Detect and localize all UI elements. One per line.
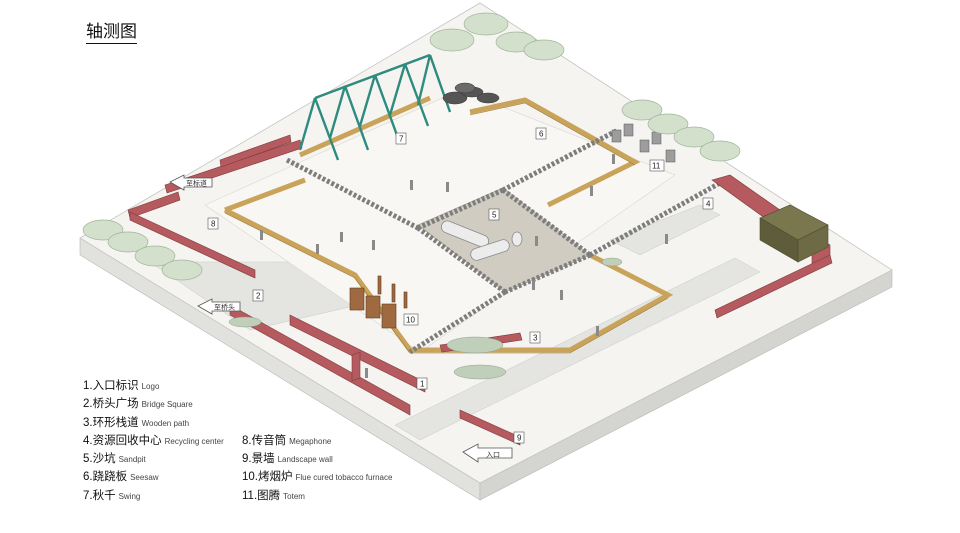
stone-rows: [285, 127, 722, 355]
wooden-path-segment: [469, 97, 641, 208]
stone-row: [501, 187, 592, 258]
tree: [647, 113, 689, 135]
marker-2: 2: [252, 289, 264, 302]
tree: [523, 39, 565, 61]
page-title: 轴测图: [86, 22, 137, 44]
wooden-path-edges: [224, 102, 669, 354]
red-wall: [459, 409, 521, 446]
stone-row: [501, 127, 620, 193]
marker-4: 4: [702, 197, 714, 210]
stone-row: [408, 289, 507, 355]
wooden-path-segment: [298, 95, 432, 158]
marker-1: 1: [416, 377, 428, 390]
trees: [82, 12, 741, 281]
svg-text:1: 1: [420, 380, 425, 389]
to-bridge-sign: 至桥头: [197, 298, 241, 315]
swing-frame: [298, 53, 452, 161]
svg-text:5: 5: [492, 211, 497, 220]
people: [260, 154, 668, 378]
to-sign-sign: 至标道: [169, 174, 213, 191]
stone-row: [504, 252, 591, 295]
marker-5: 5: [488, 208, 500, 221]
marker-3: 3: [529, 331, 541, 344]
stone-row: [416, 225, 507, 295]
tree: [621, 99, 663, 121]
red-wall: [219, 134, 292, 168]
marker-10: 10: [403, 313, 419, 326]
entrance-sign-text: 入口: [486, 451, 500, 459]
svg-text:9: 9: [517, 434, 522, 443]
marker-7: 7: [395, 132, 407, 145]
red-wall: [351, 351, 361, 382]
red-wall: [127, 191, 181, 219]
marker-11: 11: [649, 159, 665, 172]
svg-text:2: 2: [256, 292, 261, 301]
tree: [161, 259, 203, 281]
marker-8: 8: [207, 217, 219, 230]
red-wall: [129, 211, 256, 279]
tree: [107, 231, 149, 253]
stone-row: [416, 187, 505, 231]
svg-text:7: 7: [399, 135, 404, 144]
tree: [429, 28, 475, 52]
planters: [228, 257, 623, 380]
tree: [699, 140, 741, 162]
svg-text:10: 10: [406, 316, 415, 325]
marker-9: 9: [513, 431, 525, 444]
red-wall: [229, 304, 411, 416]
svg-text:4: 4: [706, 200, 711, 209]
svg-text:8: 8: [211, 220, 216, 229]
tree: [673, 126, 715, 148]
svg-text:3: 3: [533, 334, 538, 343]
red-wall: [714, 254, 833, 319]
tree: [134, 245, 176, 267]
svg-text:11: 11: [652, 162, 661, 171]
recycling-center: [759, 204, 829, 263]
to-bridge-sign-text: 至桥头: [214, 303, 235, 312]
wooden-path-segment: [224, 177, 306, 213]
entrance-sign: 入口: [462, 443, 513, 463]
stone-row: [285, 157, 420, 231]
tobacco-furnace: [349, 275, 408, 329]
svg-text:6: 6: [539, 130, 544, 139]
to-sign-sign-text: 至标道: [186, 179, 207, 188]
landscape-walls: [127, 134, 833, 446]
tree: [463, 12, 509, 36]
sandpit-pipes: [440, 220, 523, 261]
marker-6: 6: [535, 127, 547, 140]
tire-pile: [442, 82, 500, 105]
side-walkway: [609, 204, 721, 256]
